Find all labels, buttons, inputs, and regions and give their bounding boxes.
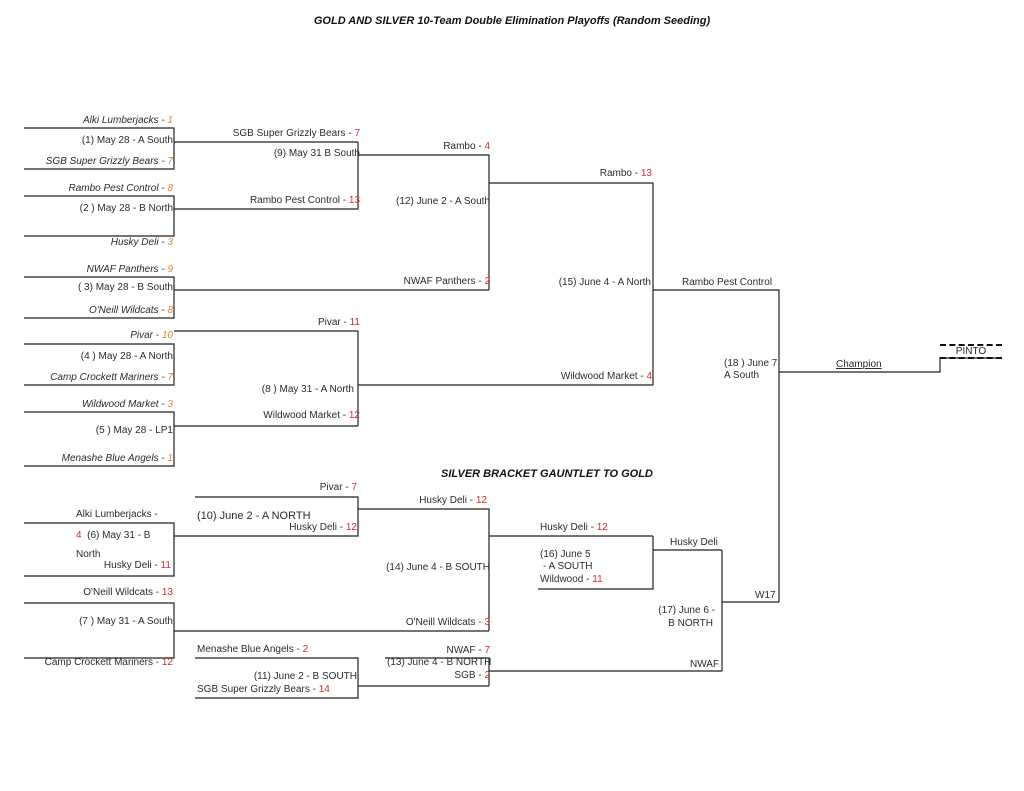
- bracket-line-g9: [358, 154, 490, 290]
- game-info: (9) May 31 B South: [273, 148, 360, 159]
- team-label: Rambo - 13: [599, 168, 652, 179]
- game-info: ( 3) May 28 - B South: [77, 282, 173, 293]
- game-info: (17) June 6 -: [658, 605, 715, 616]
- team-label: NWAF Panthers - 2: [403, 276, 490, 287]
- team-label: O'Neill Wildcats - 3: [405, 617, 490, 628]
- bracket-line-g5: [24, 411, 358, 467]
- team-label: SGB - 2: [454, 670, 490, 681]
- silver-bracket-title: SILVER BRACKET GAUNTLET TO GOLD: [441, 468, 653, 480]
- team-label: Wildwood Market - 3: [81, 399, 173, 410]
- game-info: (7 ) May 31 - A South: [79, 616, 173, 627]
- bracket-line-g7: [24, 602, 489, 659]
- team-label: Wildwood - 11: [540, 574, 603, 585]
- game-info: (15) June 4 - A North: [558, 277, 651, 288]
- team-label: Rambo Pest Control: [682, 277, 773, 288]
- team-label: NWAF - 7: [446, 645, 490, 656]
- game-info: 4 (6) May 31 - B: [76, 530, 151, 541]
- team-label: Rambo Pest Control - 13: [249, 195, 360, 206]
- team-label: SGB Super Grizzly Bears - 7: [232, 128, 360, 139]
- bracket-line-g15: [653, 289, 780, 602]
- page-title: GOLD AND SILVER 10-Team Double Eliminati…: [313, 15, 711, 27]
- bracket-line-g14: [358, 508, 653, 631]
- team-label: NWAF Panthers - 9: [86, 264, 173, 275]
- team-label: NWAF: [690, 659, 720, 670]
- game-info: (11) June 2 - B SOUTH: [253, 671, 357, 682]
- game-info: (5 ) May 28 - LP1: [95, 425, 173, 436]
- bracket-line-g10: [174, 496, 359, 537]
- game-info: North: [76, 549, 101, 560]
- team-label: Menashe Blue Angels - 1: [61, 453, 173, 464]
- game-info: (13) June 4 - B NORTH: [387, 657, 492, 668]
- team-label: Alki Lumberjacks -: [76, 509, 158, 520]
- game-info: - A SOUTH: [543, 561, 593, 572]
- bracket-line-g4: [24, 330, 358, 386]
- team-label: Husky Deli - 12: [419, 495, 487, 506]
- team-label: O'Neill Wildcats - 13: [83, 587, 173, 598]
- team-label: Camp Crockett Mariners - 7: [50, 372, 173, 383]
- team-label: Wildwood Market - 4: [560, 371, 652, 382]
- game-info: (2 ) May 28 - B North: [79, 203, 173, 214]
- game-info: (18 ) June 7: [724, 358, 778, 369]
- team-label: Wildwood Market - 12: [263, 410, 360, 421]
- champion-box: PINTO: [940, 344, 1002, 359]
- team-label: Menashe Blue Angels - 2: [197, 644, 309, 655]
- team-label: W17: [755, 590, 776, 601]
- game-info: B NORTH: [668, 618, 713, 629]
- game-info: (10) June 2 - A NORTH: [197, 510, 311, 522]
- team-label: Pivar - 7: [319, 482, 357, 493]
- team-label: Camp Crockett Mariners - 12: [44, 657, 173, 668]
- team-label: O'Neill Wildcats - 8: [88, 305, 173, 316]
- champion-label: Champion: [836, 359, 882, 370]
- team-label: Husky Deli - 3: [110, 237, 173, 248]
- bracket-line-g18: [779, 357, 1002, 373]
- game-info: (1) May 28 - A South: [81, 135, 173, 146]
- bracket-line-g6: [24, 522, 175, 577]
- game-info: (12) June 2 - A South: [396, 196, 490, 207]
- bracket-line-g13: [385, 657, 722, 686]
- game-info: (8 ) May 31 - A North: [261, 384, 354, 395]
- team-label: Husky Deli - 11: [103, 560, 171, 571]
- bracket-line-g1: [24, 127, 359, 170]
- game-info: A South: [724, 370, 760, 381]
- team-label: Husky Deli - 12: [289, 522, 357, 533]
- bracket-line-g11: [195, 657, 489, 699]
- bracket-line-g17: [721, 550, 779, 671]
- team-label: Alki Lumberjacks - 1: [82, 115, 173, 126]
- bracket-line-g3: [24, 276, 489, 319]
- team-label: Rambo Pest Control - 8: [68, 183, 174, 194]
- team-label: SGB Super Grizzly Bears - 7: [45, 156, 173, 167]
- bracket-line-g12: [489, 182, 654, 385]
- team-label: SGB Super Grizzly Bears - 14: [197, 684, 330, 695]
- team-label: Husky Deli: [670, 537, 718, 548]
- team-label: Pivar - 11: [317, 317, 360, 328]
- bracket-line-g16: [538, 536, 722, 590]
- team-label: Husky Deli - 12: [540, 522, 608, 533]
- game-info: (4 ) May 28 - A North: [80, 351, 173, 362]
- game-info: (16) June 5: [540, 549, 591, 560]
- game-info: (14) June 4 - B SOUTH: [386, 562, 490, 573]
- bracket-line-g8: [357, 331, 653, 426]
- team-label: Pivar - 10: [130, 330, 173, 341]
- bracket-line-g2: [24, 155, 359, 237]
- team-label: Rambo - 4: [443, 141, 490, 152]
